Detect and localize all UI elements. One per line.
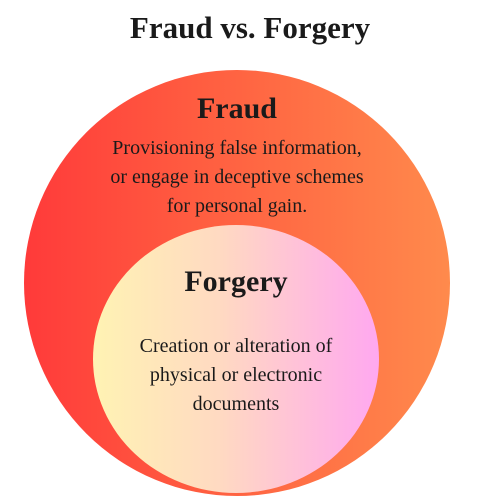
forgery-description: Creation or alteration of physical or el… [113,332,359,419]
forgery-label: Forgery [184,265,288,298]
fraud-description: Provisioning false information, or engag… [84,134,390,221]
forgery-circle [93,225,379,493]
fraud-description-line: Provisioning false information, [112,137,362,159]
fraud-description-line: or engage in deceptive schemes [110,166,364,188]
fraud-label: Fraud [196,92,277,125]
fraud-description-line: for personal gain. [166,195,308,217]
forgery-description-line: Creation or alteration of [139,335,333,357]
diagram-title: Fraud vs. Forgery [129,10,371,45]
forgery-description-line: documents [192,393,280,415]
forgery-description-line: physical or electronic [149,364,323,386]
